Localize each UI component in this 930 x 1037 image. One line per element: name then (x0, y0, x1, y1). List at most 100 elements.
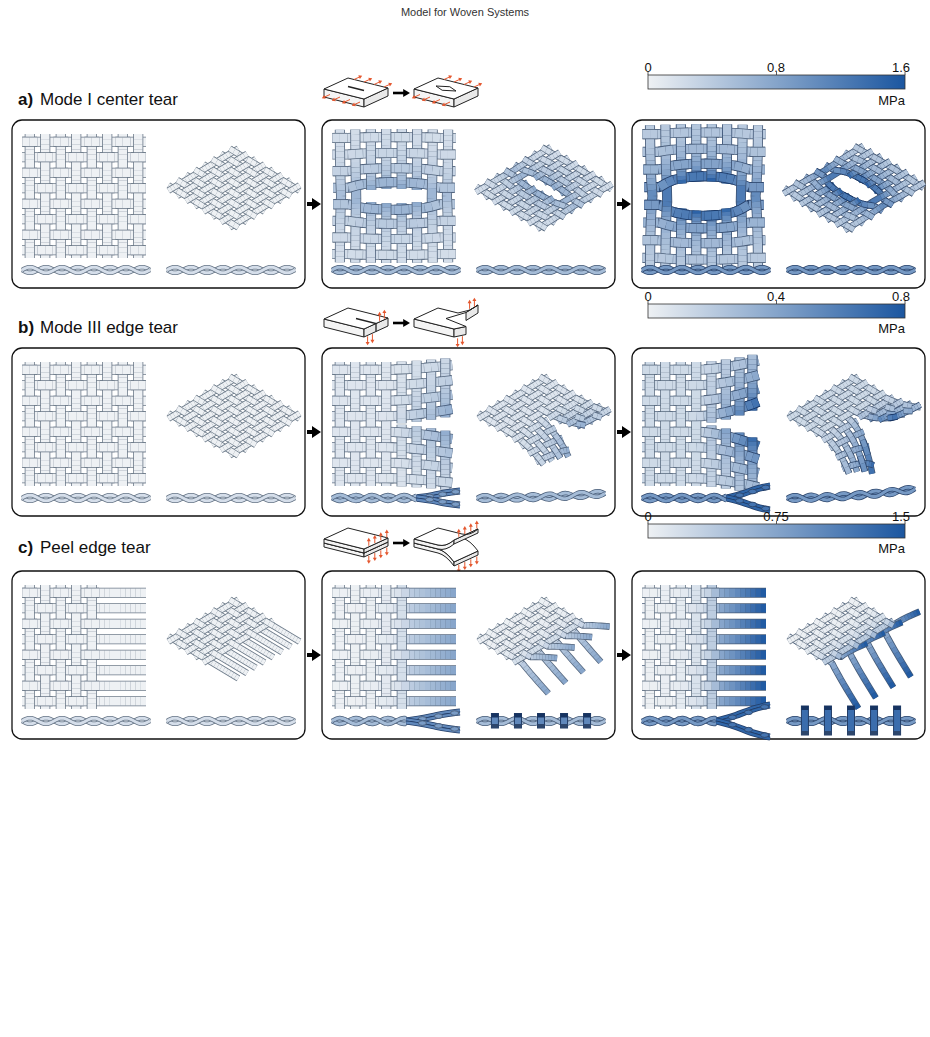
tow (518, 176, 521, 178)
tow (230, 149, 234, 151)
tow (551, 167, 554, 169)
tow (599, 181, 603, 184)
tow (552, 187, 554, 188)
tow (542, 148, 546, 150)
tow (291, 189, 294, 191)
tow (238, 220, 241, 222)
tow (252, 214, 256, 216)
step-arrow (307, 198, 321, 210)
tow (512, 179, 515, 181)
tow (682, 214, 689, 215)
tow (520, 213, 524, 215)
tow (549, 209, 552, 211)
tow (539, 163, 542, 165)
tow (206, 166, 209, 168)
tow (546, 171, 550, 173)
tow (186, 199, 189, 201)
tow (217, 193, 221, 195)
tow (230, 212, 234, 214)
tow (546, 201, 549, 203)
tow (741, 205, 748, 209)
tow (247, 159, 251, 161)
tow (212, 180, 216, 182)
tow (212, 201, 216, 203)
tow (241, 177, 244, 179)
tow (221, 220, 224, 222)
tow (227, 175, 230, 177)
tow (555, 185, 558, 186)
tow (571, 175, 574, 177)
tow (244, 175, 247, 177)
tow (265, 180, 269, 182)
tow (598, 192, 602, 194)
tow (727, 227, 734, 228)
tow (575, 201, 579, 203)
tow (186, 189, 189, 191)
tow (238, 157, 241, 159)
tow (217, 204, 221, 206)
tow (565, 210, 568, 212)
tow (501, 175, 504, 177)
tow (287, 183, 291, 185)
tow (582, 171, 586, 174)
tow (485, 192, 489, 195)
tow (238, 168, 241, 170)
tow (551, 156, 554, 158)
tow (262, 206, 265, 208)
tow (276, 187, 279, 189)
tow (244, 206, 247, 208)
tow (168, 189, 171, 191)
tow (259, 208, 262, 210)
tow (247, 180, 251, 182)
tow (590, 195, 593, 197)
tow (528, 201, 531, 203)
tow (542, 169, 546, 171)
tow (241, 187, 244, 189)
tow (192, 196, 195, 198)
tow (542, 205, 546, 207)
tow (256, 210, 259, 212)
tow (241, 208, 244, 210)
tow (209, 164, 212, 166)
tow (199, 204, 203, 206)
tow (273, 178, 276, 180)
tow (517, 197, 520, 199)
tow (227, 206, 230, 208)
tow (432, 204, 439, 206)
tow (371, 209, 378, 210)
tow (195, 201, 199, 203)
tow (269, 193, 273, 195)
tow (551, 177, 554, 179)
tow (227, 196, 230, 198)
tow (247, 212, 251, 214)
tow (212, 212, 216, 214)
tow (209, 196, 212, 198)
tow (523, 170, 528, 172)
tow (282, 180, 286, 182)
tow (524, 216, 528, 218)
tow (531, 220, 534, 222)
tow (195, 180, 199, 182)
tow (227, 185, 230, 187)
tow (538, 153, 541, 155)
tow (230, 180, 234, 182)
tow (720, 227, 727, 228)
tow (203, 199, 206, 201)
tow (259, 198, 262, 200)
tow (171, 187, 174, 189)
tow (560, 204, 565, 206)
tow (531, 189, 534, 190)
tow (221, 178, 224, 180)
tow (554, 175, 557, 177)
tow (238, 210, 241, 212)
tow (276, 177, 279, 179)
tow (711, 215, 718, 216)
tow (199, 183, 203, 185)
tow (675, 212, 682, 214)
tow (528, 222, 531, 224)
tow (528, 191, 531, 193)
side-view (332, 267, 460, 273)
tow (564, 191, 568, 194)
tow (734, 209, 741, 212)
